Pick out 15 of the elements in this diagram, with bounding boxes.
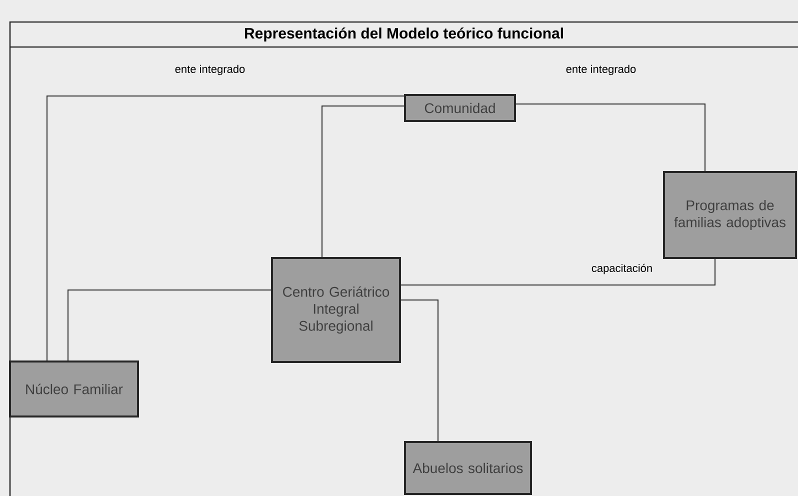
process-box: Abuelos solitarios [404,441,532,495]
connector-line [516,104,706,172]
process-box: Programas de familias adoptivas [663,171,797,259]
connector-line [400,300,438,442]
process-box: Centro Geriátrico Integral Subregional [271,257,401,363]
process-box: Núcleo Familiar [9,360,139,418]
connector-line [68,290,272,361]
connector-line [322,106,404,258]
edge-label: capacitación [592,264,652,274]
title: Representación del Modelo teórico funcional [244,27,563,42]
connector-line [46,96,404,361]
connector-line [400,258,716,286]
process-box: Comunidad [404,94,516,122]
edge-label: ente integrado [175,64,245,76]
edge-label: ente integrado [566,64,636,76]
